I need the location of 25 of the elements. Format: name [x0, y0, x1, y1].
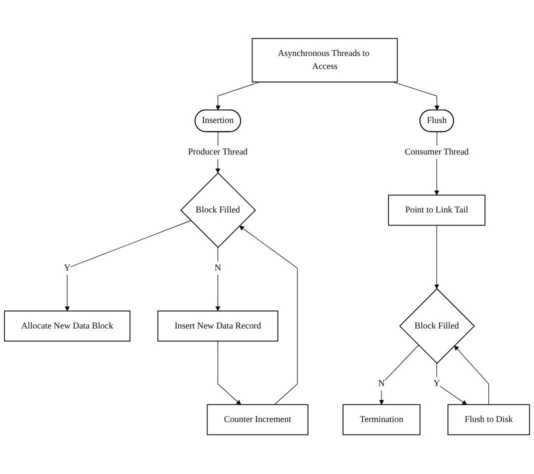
arrow [215, 248, 220, 312]
arrow [454, 346, 489, 406]
node-box: Termination [342, 404, 420, 436]
node-diamond: Block Filled [399, 288, 475, 364]
node-box: Asynchronous Threads to Access [252, 38, 398, 83]
arrow [436, 363, 468, 406]
edge-label: Y [64, 264, 70, 273]
arrow [216, 82, 260, 111]
arrow [434, 225, 440, 290]
arrow [379, 345, 419, 406]
arrow [239, 226, 298, 406]
node-box: Point to Link Tail [388, 195, 486, 226]
edge-label: N [378, 379, 385, 389]
node-diamond: Block Filled [180, 172, 256, 248]
edge-label: Y [434, 379, 440, 389]
arrow [64, 220, 192, 312]
edge-label: N [214, 264, 222, 273]
edge-label: Consumer Thread [404, 148, 469, 158]
arrow [392, 82, 440, 111]
edge-label: Producer Thread [188, 148, 248, 158]
node-box: Counter Increment [206, 404, 308, 436]
node-box: Allocate New Data Block [4, 310, 130, 342]
node-box: Insert New Data Record [157, 310, 278, 342]
arrow [218, 341, 242, 406]
node-box: Flush to Disk [448, 404, 530, 436]
